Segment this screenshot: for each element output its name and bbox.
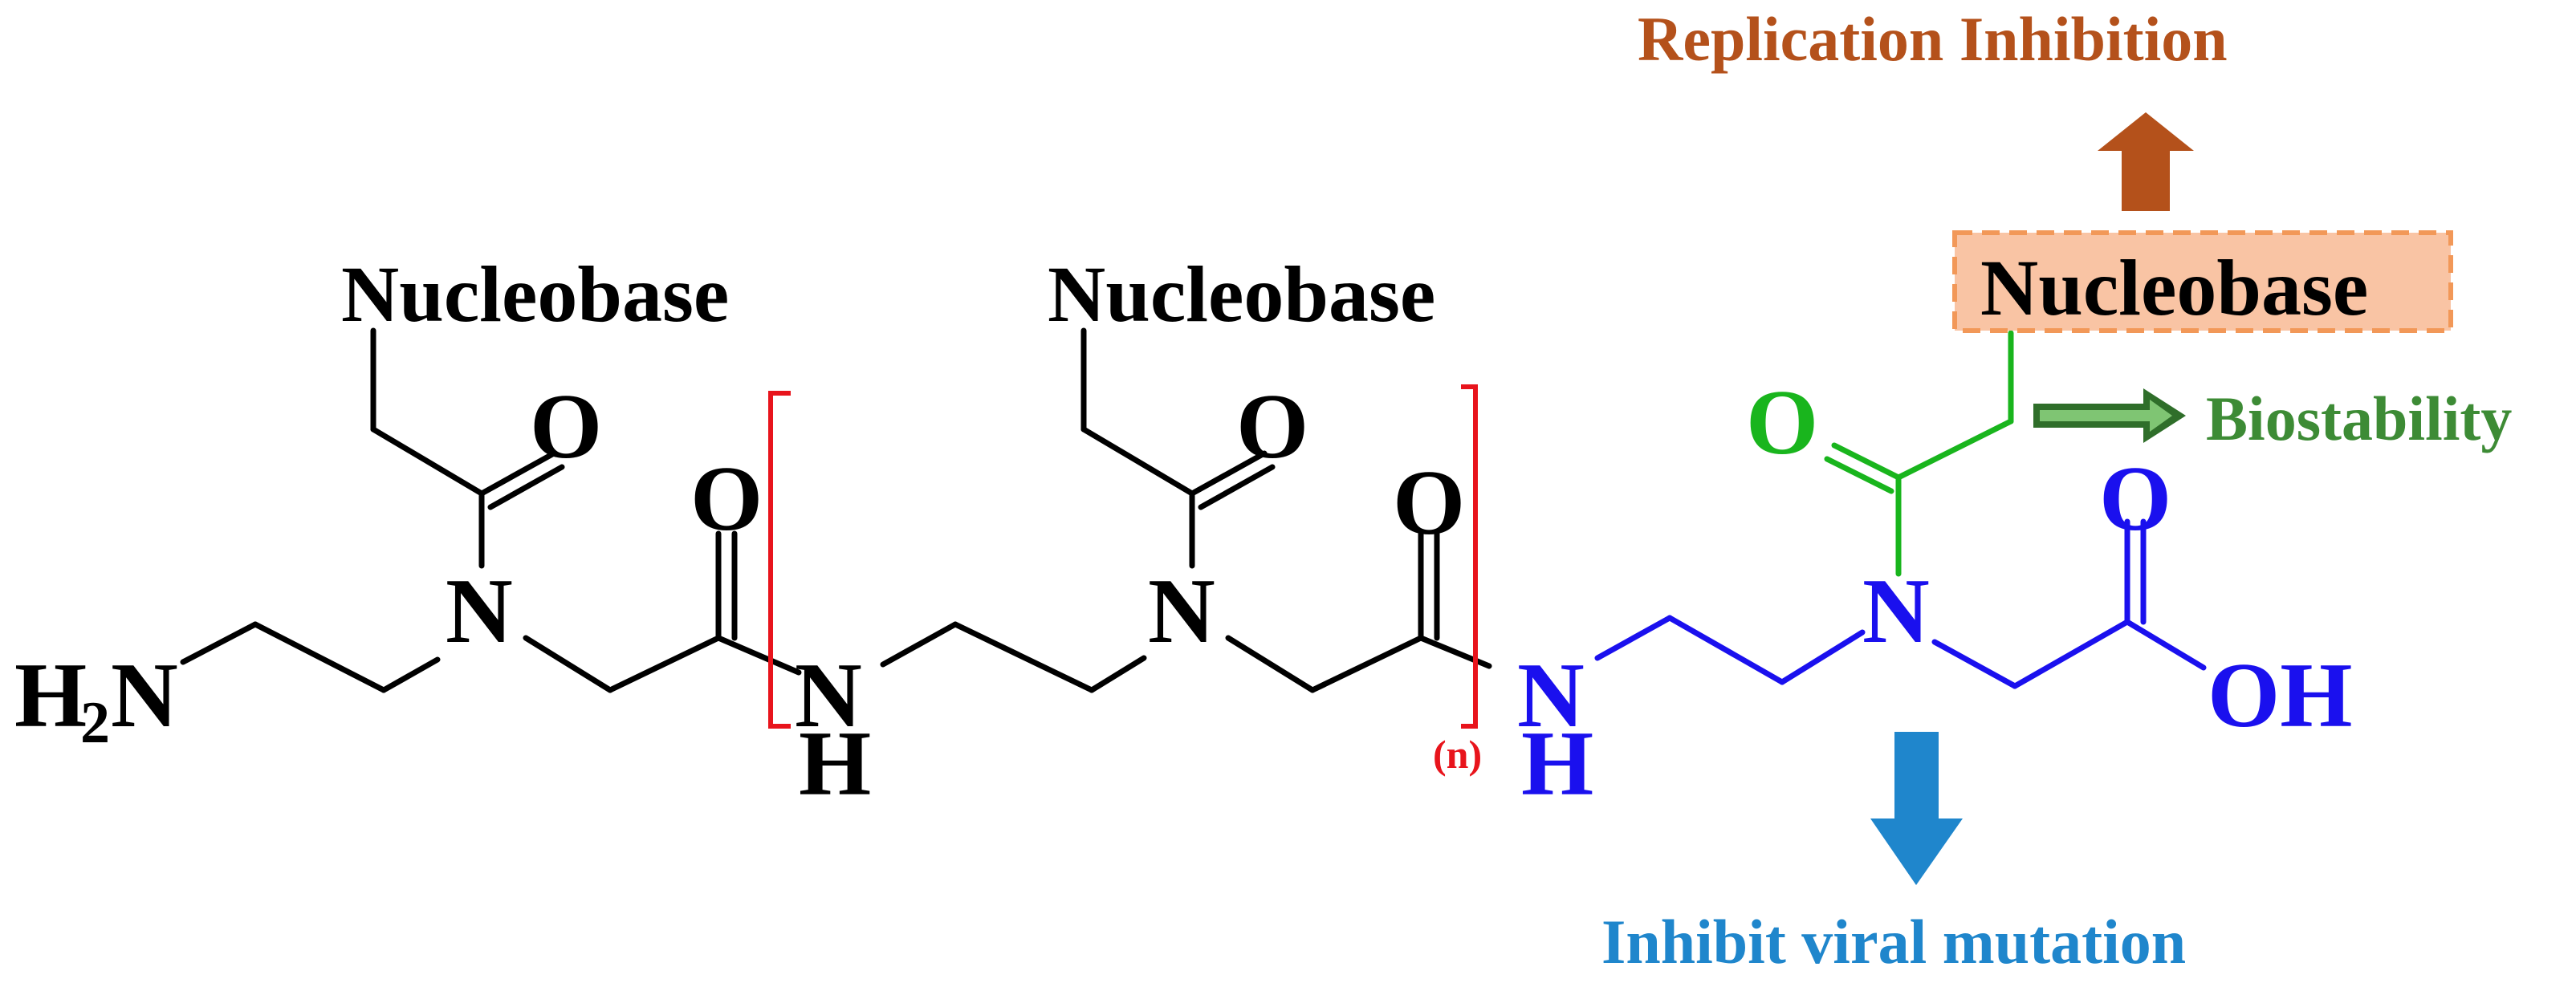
atom-n-amine: N: [111, 644, 178, 747]
atom-o-sidechain-2: O: [1236, 376, 1308, 478]
atom-h-amide-2: H: [1521, 713, 1593, 815]
atom-h-amide-1: H: [799, 713, 871, 815]
atom-o-backbone-2: O: [1393, 452, 1465, 554]
nucleobase-highlight-box: [1952, 230, 2453, 333]
backbone-bonds-black: [180, 327, 1492, 693]
repeat-count-label: (n): [1433, 732, 1482, 777]
atom-o-linker: O: [1746, 372, 1818, 474]
atom-n-amide-1: N: [795, 644, 862, 747]
inhibit-viral-mutation-label: Inhibit viral mutation: [1601, 907, 2186, 977]
repeat-brackets: [768, 384, 1478, 729]
atom-subscript-2: 2: [80, 690, 110, 756]
biostability-label: Biostability: [2206, 384, 2512, 453]
repeat-bracket-right: [1461, 384, 1478, 729]
atom-oh-carboxyl: OH: [2208, 644, 2352, 747]
atom-n-backbone-2: N: [1148, 560, 1215, 663]
terminal-unit-bonds: [1594, 518, 2207, 689]
nucleobase-label-3: Nucleobase: [1980, 243, 2368, 332]
atom-o-sidechain-1: O: [530, 376, 602, 478]
atom-n-backbone-1: N: [446, 560, 513, 663]
nucleobase-label-1: Nucleobase: [341, 250, 729, 339]
arrow-down-icon: [1870, 732, 1963, 885]
arrow-up-icon: [2098, 112, 2194, 211]
replication-inhibition-label: Replication Inhibition: [1638, 4, 2228, 74]
atom-h-terminal: H: [14, 644, 87, 747]
nucleobase-label-2: Nucleobase: [1048, 250, 1435, 339]
atom-o-carboxyl: O: [2099, 448, 2171, 550]
atom-o-backbone-1: O: [690, 448, 763, 550]
double-arrow-right-icon: [2033, 388, 2186, 443]
atom-n-backbone-3: N: [1862, 560, 1930, 663]
atom-n-amide-2: N: [1517, 644, 1585, 747]
carbonyl-linker-bonds: [1824, 330, 2014, 577]
repeat-bracket-left: [768, 391, 791, 729]
